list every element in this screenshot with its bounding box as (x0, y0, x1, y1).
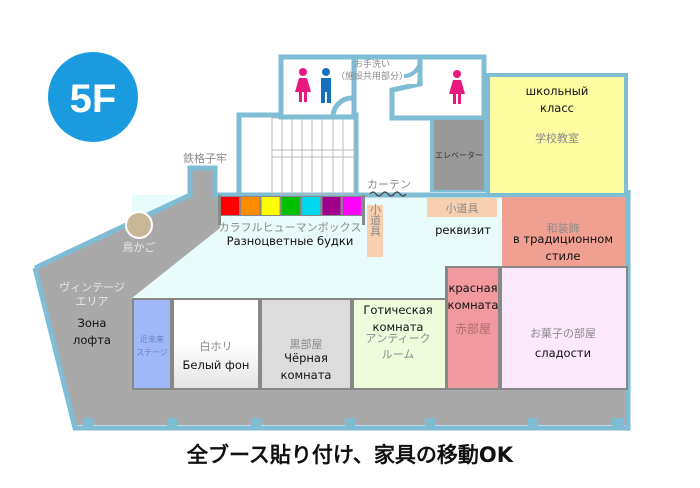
traditional-room (502, 197, 626, 267)
school-classroom (486, 73, 628, 197)
color-booth (322, 197, 341, 215)
color-booth (342, 197, 361, 215)
svg-text:黒部屋: 黒部屋 (290, 337, 323, 351)
svg-text:5F: 5F (70, 77, 117, 121)
svg-text:красная: красная (448, 281, 497, 295)
svg-text:エレベーター: エレベーター (435, 151, 483, 160)
svg-text:小道具: 小道具 (446, 201, 479, 215)
color-booth (302, 197, 321, 215)
svg-text:赤部屋: 赤部屋 (455, 321, 491, 336)
svg-text:鉄格子牢: 鉄格子牢 (183, 151, 227, 165)
svg-text:アンティーク: アンティーク (365, 332, 430, 345)
female-icon (449, 70, 465, 104)
svg-text:Разноцветные будки: Разноцветные будки (227, 234, 354, 248)
svg-text:Готическая: Готическая (363, 303, 432, 317)
small-props-vertical (367, 205, 383, 257)
color-booth (281, 197, 300, 215)
svg-text:小道具: 小道具 (369, 203, 382, 236)
svg-text:お菓子の部屋: お菓子の部屋 (530, 326, 596, 340)
future-stage (134, 300, 170, 388)
svg-text:お手洗い: お手洗い (354, 58, 390, 70)
color-booth (221, 197, 239, 215)
svg-text:сладости: сладости (535, 346, 591, 360)
restrooms (278, 54, 487, 121)
svg-text:エリア: エリア (76, 295, 109, 308)
svg-text:白ホリ: 白ホリ (200, 339, 233, 353)
svg-text:комната: комната (448, 298, 499, 312)
svg-text:和装飾: 和装飾 (547, 222, 580, 235)
svg-text:カラフルヒューマンボックス: カラフルヒューマンボックス (219, 221, 362, 234)
svg-text:школьный: школьный (526, 84, 589, 98)
small-props-horizontal (427, 198, 497, 217)
footer-note: 全ブース貼り付け、家具の移動OK (186, 443, 514, 467)
antique-room (354, 300, 445, 388)
elevator (434, 120, 484, 190)
svg-text:комната: комната (373, 320, 424, 334)
staircase (236, 112, 359, 198)
white-room (174, 300, 258, 388)
svg-text:鳥かご: 鳥かご (123, 240, 156, 254)
svg-text:Зона: Зона (78, 316, 107, 330)
svg-text:реквизит: реквизит (435, 223, 491, 237)
colorful-booths (221, 196, 362, 216)
svg-text:Чёрная: Чёрная (284, 351, 328, 365)
curtain-icon (369, 191, 407, 197)
svg-text:ステージ: ステージ (136, 348, 168, 357)
svg-text:комната: комната (281, 368, 332, 382)
male-icon (321, 68, 331, 103)
svg-text:学校教室: 学校教室 (535, 131, 579, 145)
svg-text:стиле: стиле (546, 249, 581, 263)
svg-text:（施設共用部分）: （施設共用部分） (336, 70, 408, 82)
svg-text:ヴィンテージ: ヴィンテージ (59, 280, 125, 294)
svg-text:Белый фон: Белый фон (183, 358, 250, 372)
black-room (262, 300, 350, 388)
red-room (448, 268, 498, 388)
color-booth (241, 197, 260, 215)
floor-badge: 5F (48, 52, 138, 142)
vintage-area (35, 168, 628, 425)
color-booth (261, 197, 280, 215)
svg-text:カーテン: カーテン (367, 178, 411, 191)
sweets-room (502, 268, 626, 388)
bird-cage-icon (125, 211, 153, 239)
svg-text:в традиционном: в традиционном (513, 232, 613, 246)
svg-text:近未来: 近未来 (140, 334, 164, 344)
svg-text:ルーム: ルーム (382, 348, 415, 361)
svg-text:класс: класс (540, 101, 574, 115)
female-icon (295, 68, 311, 102)
svg-text:лофта: лофта (73, 333, 111, 347)
